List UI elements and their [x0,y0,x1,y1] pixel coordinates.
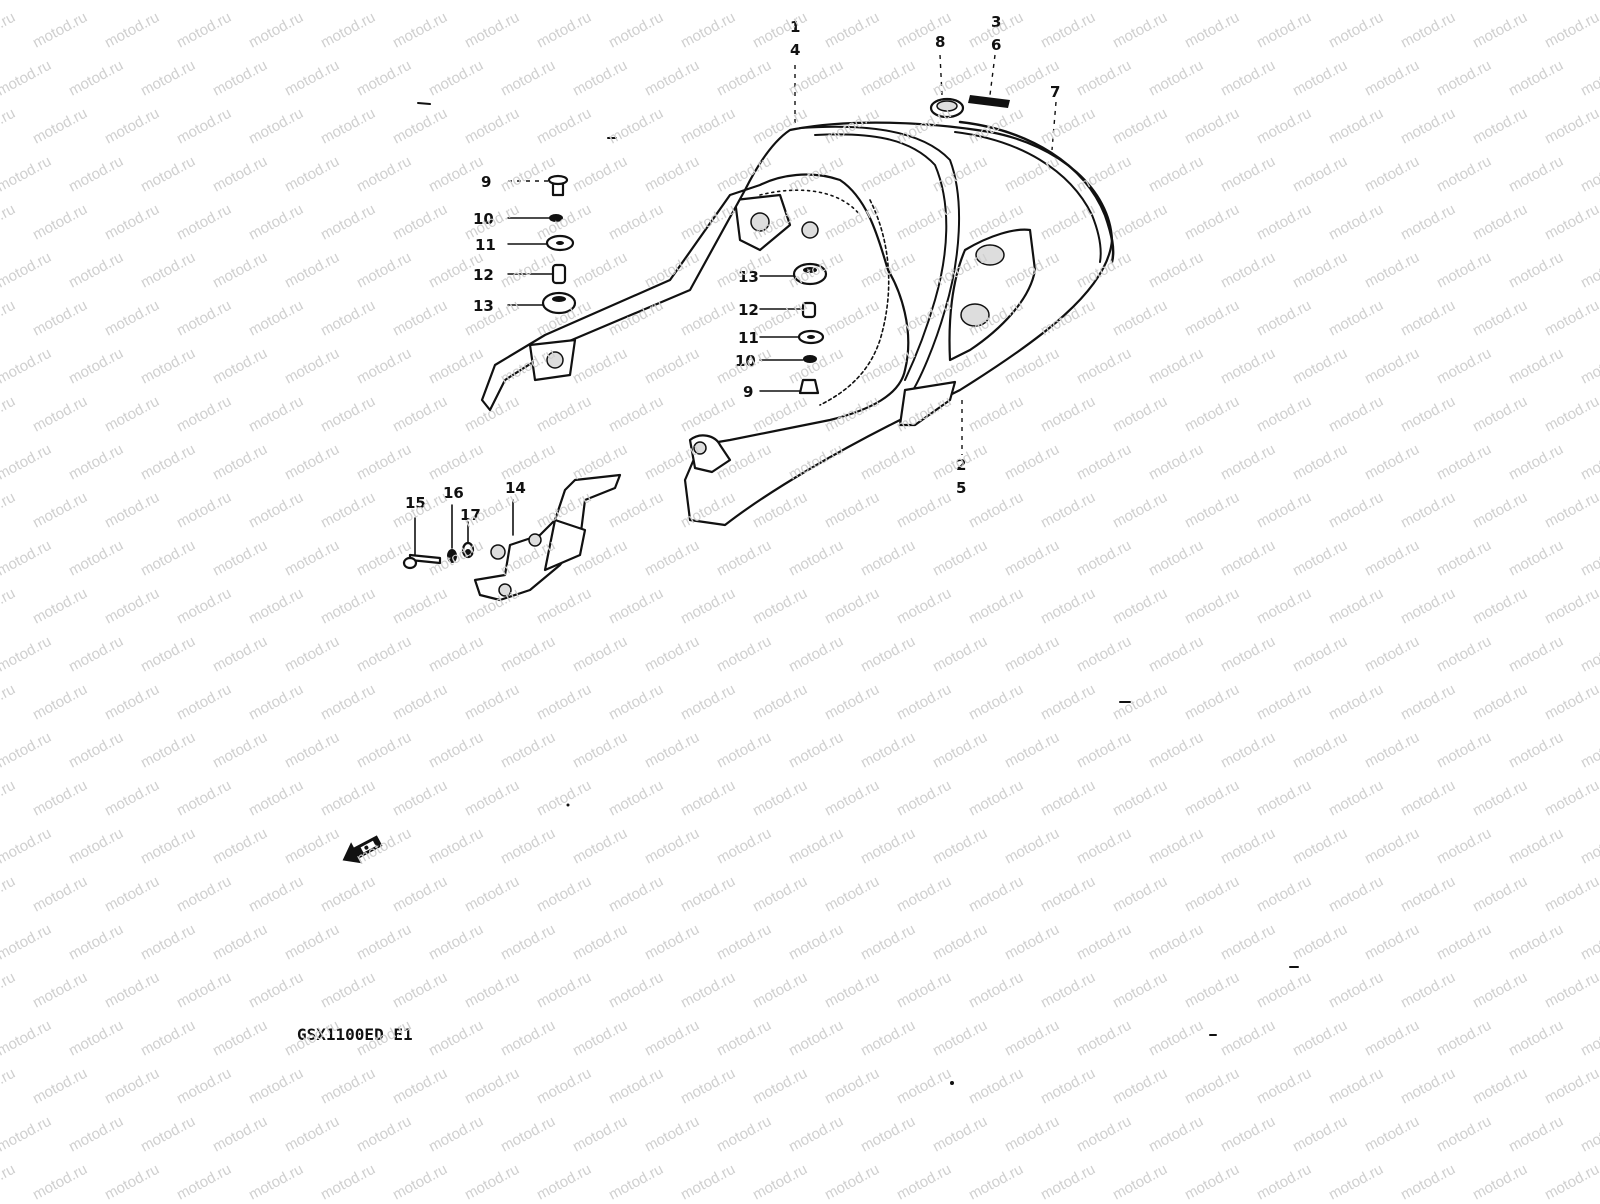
callout-12-right: 12 [738,301,759,319]
callout-9-right: 9 [743,383,753,401]
grommet-13-right [792,262,828,286]
collar-12-left [551,263,567,285]
lock-hole-2 [498,583,512,597]
callout-2: 2 [956,456,966,474]
seat-rail-arm [480,188,747,412]
emblem-strip-3-6 [968,95,1010,108]
callout-13-left: 13 [473,297,494,315]
leader-3-6 [989,54,996,96]
callout-12-left: 12 [473,266,494,284]
tail-cowl-shell [683,121,1114,527]
grommet-13-left-hole [552,296,566,302]
washer-16 [447,549,457,563]
callout-11-right: 11 [738,329,759,347]
pin-15-head [402,556,418,570]
collar-12-right [801,301,817,319]
callout-10-right: 10 [735,352,756,370]
rubber-cap-8-top [936,100,958,112]
callout-1: 1 [790,18,800,36]
grommet-13-left [541,291,577,315]
rear-edge-trim-inner [954,131,1102,263]
callout-8: 8 [935,33,945,51]
callout-3: 3 [991,13,1001,31]
rail-tab-hole [546,351,564,369]
tail-light-lens-lower [960,303,990,327]
bolt-9-left-head [547,174,569,186]
callout-7: 7 [1050,83,1060,101]
callout-5: 5 [956,479,966,497]
rear-edge-trim [958,120,1115,264]
callout-10-left: 10 [473,210,494,228]
callout-labels: 1 4 8 3 6 7 9 10 11 12 13 13 12 11 10 9 … [405,13,1060,524]
scan-dot-2 [566,803,570,807]
washer-11-right-hole [807,335,815,339]
model-code-label: GSX1100ED E1 [297,1025,413,1044]
seat-lock-bracket-14 [473,473,622,602]
washer-10-right [803,355,817,363]
mount-hole-2 [801,221,819,239]
tail-cowl-assembly [480,95,1115,527]
callout-13-right: 13 [738,268,759,286]
callout-6: 6 [991,36,1001,54]
callout-9-left: 9 [481,173,491,191]
fastener-stack-right [792,262,828,395]
clip-17-center [465,549,471,555]
bolt-9-right [798,378,820,395]
lock-hole-1 [528,533,542,547]
cowl-side-trim [799,125,961,396]
grommet-13-right-hole [803,267,817,273]
callout-16: 16 [443,484,464,502]
lock-hole-3 [490,544,506,560]
lower-side-panel [898,380,957,427]
front-mount-hole [693,441,707,455]
scan-mark-1 [417,102,431,105]
scan-artifacts [417,102,1299,1085]
tail-light-window [948,228,1037,362]
callout-4: 4 [790,41,800,59]
callout-11-left: 11 [475,236,496,254]
cowl-side-trim-inner [814,133,948,381]
fastener-stack-left [541,174,577,315]
lock-bracket-arm [543,518,587,572]
mount-hole-1 [750,212,770,232]
washer-11-left-hole [556,241,564,245]
cowl-inner-texture [819,199,890,406]
leader-lines [414,54,1057,556]
lock-bracket-body [473,473,622,602]
leader-7 [1051,101,1057,151]
scan-dot-1 [950,1081,954,1085]
callout-14: 14 [505,479,526,497]
callout-15: 15 [405,494,426,512]
small-hardware-15-17 [402,541,475,570]
washer-10-left [549,214,563,222]
tail-light-lens-upper [975,244,1005,266]
front-direction-arrow-icon [342,835,383,864]
cowl-inner-texture-2 [759,189,861,216]
leader-8 [939,54,943,96]
callout-17: 17 [460,506,481,524]
